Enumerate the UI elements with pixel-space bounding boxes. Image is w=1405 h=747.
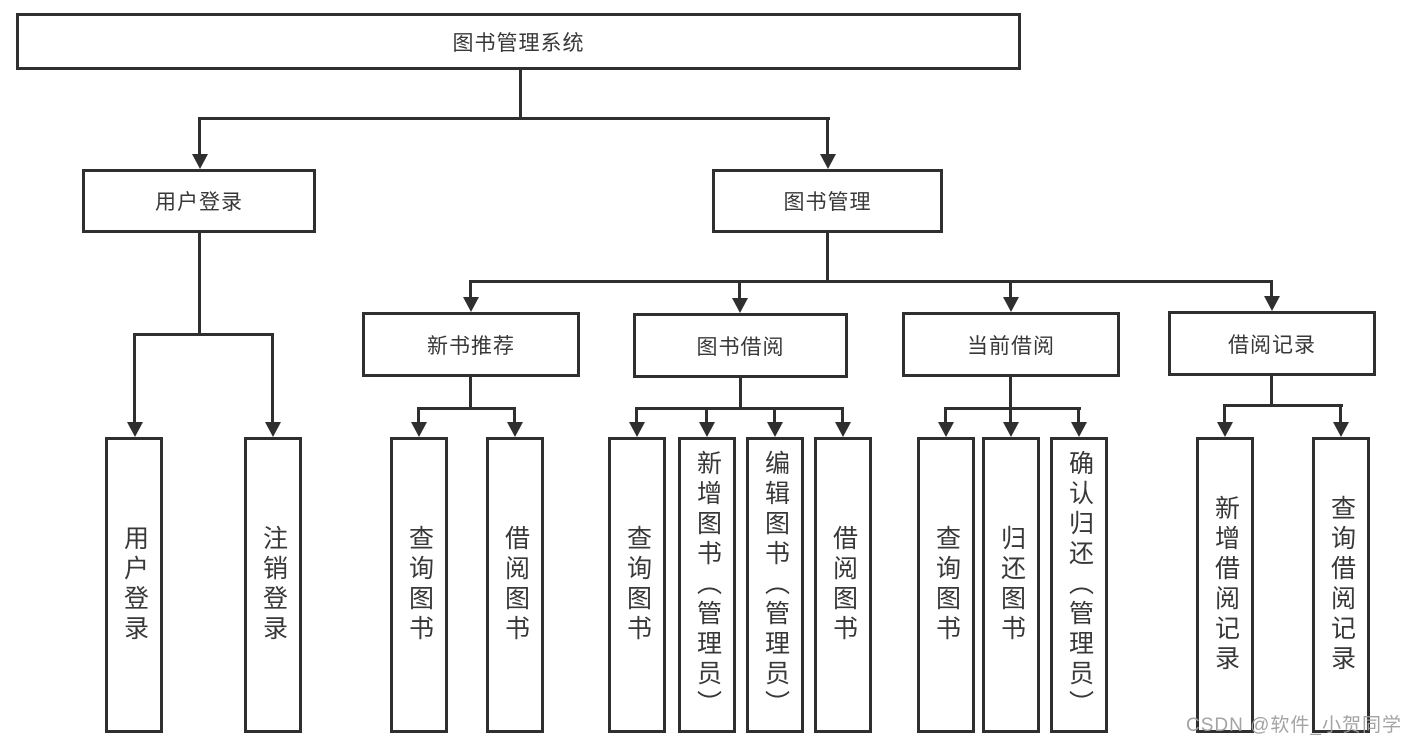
connector-line — [469, 280, 1272, 283]
node-leaf-confirm-return-admin: 确认归还（管理员） — [1050, 437, 1108, 733]
connector-line — [635, 407, 844, 410]
connector-line — [513, 407, 516, 424]
arrowhead-down-icon — [411, 422, 427, 437]
arrowhead-down-icon — [192, 154, 208, 169]
arrowhead-down-icon — [1333, 422, 1349, 437]
connector-line — [1223, 404, 1226, 424]
connector-line — [944, 407, 947, 424]
arrowhead-down-icon — [127, 422, 143, 437]
connector-line — [1270, 280, 1273, 299]
connector-line — [417, 407, 420, 424]
arrowhead-down-icon — [1217, 422, 1233, 437]
arrowhead-down-icon — [1071, 422, 1087, 437]
node-user-login: 用户登录 — [82, 169, 316, 233]
arrowhead-down-icon — [629, 422, 645, 437]
connector-line — [133, 333, 136, 424]
arrowhead-down-icon — [938, 422, 954, 437]
connector-line — [1223, 404, 1343, 407]
connector-line — [519, 70, 522, 118]
node-leaf-return-books: 归还图书 — [982, 437, 1040, 733]
connector-line — [1009, 377, 1012, 410]
node-book-management: 图书管理 — [712, 169, 943, 233]
node-leaf-query-books-current: 查询图书 — [917, 437, 975, 733]
node-leaf-borrow-books-recommend: 借阅图书 — [486, 437, 544, 733]
connector-line — [826, 117, 829, 157]
arrowhead-down-icon — [767, 422, 783, 437]
node-leaf-query-borrow-record: 查询借阅记录 — [1312, 437, 1370, 733]
node-current-borrowing: 当前借阅 — [902, 312, 1120, 377]
connector-line — [198, 117, 201, 157]
arrowhead-down-icon — [699, 422, 715, 437]
node-book-borrowing: 图书借阅 — [633, 313, 848, 378]
connector-line — [198, 233, 201, 335]
node-borrowing-records: 借阅记录 — [1168, 311, 1376, 376]
node-leaf-query-books-borrowing: 查询图书 — [608, 437, 666, 733]
watermark: CSDN @软件_小贺同学 — [1186, 715, 1402, 736]
connector-line — [705, 407, 708, 424]
arrowhead-down-icon — [820, 154, 836, 169]
connector-line — [1270, 376, 1273, 407]
arrowhead-down-icon — [1003, 422, 1019, 437]
arrowhead-down-icon — [835, 422, 851, 437]
arrowhead-down-icon — [507, 422, 523, 437]
node-leaf-add-book-admin: 新增图书（管理员） — [678, 437, 736, 733]
connector-line — [1009, 407, 1012, 424]
connector-line — [133, 333, 274, 336]
connector-line — [944, 407, 1081, 410]
node-leaf-user-login: 用户登录 — [105, 437, 163, 733]
connector-line — [469, 280, 472, 300]
connector-line — [271, 333, 274, 424]
arrowhead-down-icon — [265, 422, 281, 437]
connector-line — [841, 407, 844, 424]
connector-line — [1077, 407, 1080, 424]
connector-line — [417, 407, 516, 410]
node-leaf-edit-book-admin: 编辑图书（管理员） — [746, 437, 804, 733]
connector-line — [1339, 404, 1342, 424]
connector-line — [738, 280, 741, 301]
arrowhead-down-icon — [732, 298, 748, 313]
node-leaf-query-books-recommend: 查询图书 — [390, 437, 448, 733]
connector-line — [469, 377, 472, 410]
node-leaf-logout: 注销登录 — [244, 437, 302, 733]
arrowhead-down-icon — [1264, 296, 1280, 311]
connector-line — [1009, 280, 1012, 300]
arrowhead-down-icon — [1003, 297, 1019, 312]
connector-line — [635, 407, 638, 424]
connector-line — [739, 378, 742, 410]
connector-line — [773, 407, 776, 424]
connector-line — [198, 117, 830, 120]
node-leaf-add-borrow-record: 新增借阅记录 — [1196, 437, 1254, 733]
connector-line — [826, 233, 829, 283]
node-new-book-recommend: 新书推荐 — [362, 312, 580, 377]
arrowhead-down-icon — [463, 297, 479, 312]
node-library-management-system: 图书管理系统 — [16, 13, 1021, 70]
node-leaf-borrow-books: 借阅图书 — [814, 437, 872, 733]
